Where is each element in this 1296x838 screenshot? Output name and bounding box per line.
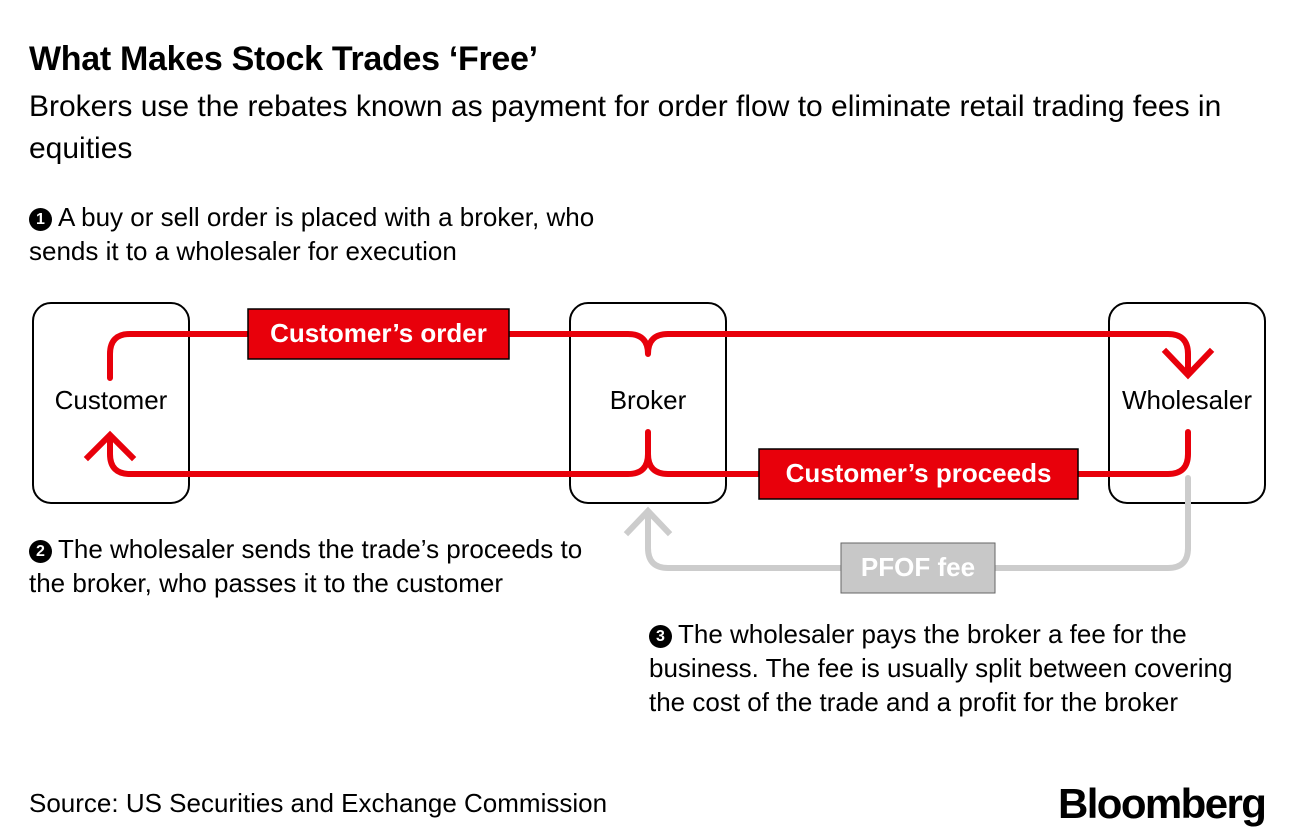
step-1-number: 1 [29, 208, 52, 231]
order-tag-label: Customer’s order [270, 318, 487, 348]
pfof-tag-box [840, 542, 996, 594]
proceeds-tag-box [758, 448, 1079, 500]
broker-label: Broker [610, 385, 687, 415]
customer-label: Customer [55, 385, 168, 415]
customer-node [32, 302, 190, 504]
step-3-number: 3 [649, 625, 672, 648]
step-2-number: 2 [29, 540, 52, 563]
bloomberg-logo: Bloomberg [1058, 780, 1267, 827]
diagram-title: What Makes Stock Trades ‘Free’ [29, 40, 538, 78]
source-note: Source: US Securities and Exchange Commi… [29, 788, 608, 818]
wholesaler-label: Wholesaler [1122, 385, 1252, 415]
order-tag-box [247, 308, 510, 360]
broker-node [569, 302, 727, 504]
step-1-text: A buy or sell order is placed with a bro… [29, 202, 595, 266]
pfof-tag-label: PFOF fee [861, 552, 975, 582]
order-flow-arrowhead [1161, 347, 1215, 380]
proceeds-tag-label: Customer’s proceeds [786, 458, 1052, 488]
step-3-text: The wholesaler pays the broker a fee for… [649, 619, 1233, 717]
order-flow-line [107, 331, 1191, 381]
diagram-subtitle: Brokers use the rebates known as payment… [29, 90, 1222, 165]
step-2-text: The wholesaler sends the trade’s proceed… [29, 534, 583, 598]
pfof-fee-arrowhead [623, 506, 673, 537]
proceeds-flow-arrowhead [83, 430, 137, 462]
